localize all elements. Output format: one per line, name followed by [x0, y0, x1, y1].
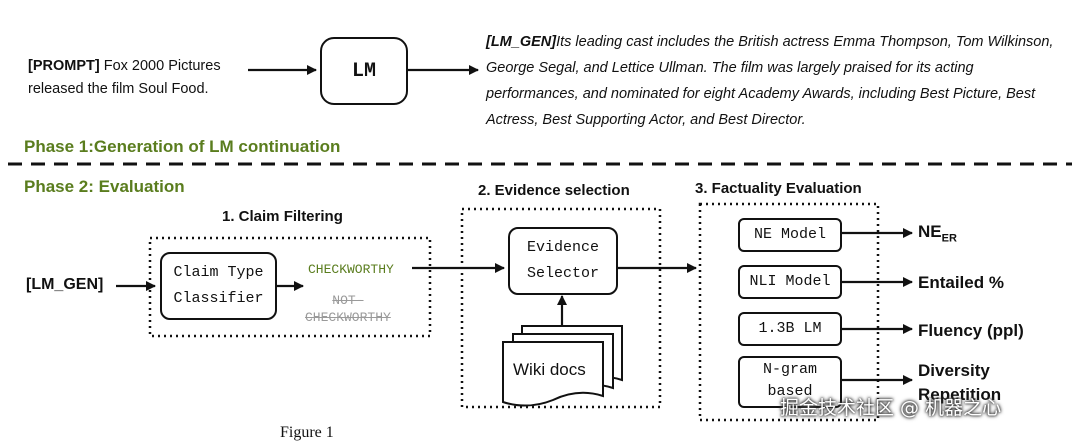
- ngram-based-box: N-gram based: [738, 356, 842, 408]
- lm-1-3b-box: 1.3B LM: [738, 312, 842, 346]
- output-ne-main: NE: [918, 222, 942, 241]
- evidence-selection-title: 2. Evidence selection: [478, 182, 630, 199]
- output-ne-sub: ER: [941, 232, 957, 245]
- nli-model-box: NLI Model: [738, 265, 842, 299]
- phase2-label: Phase 2: Evaluation: [24, 177, 185, 196]
- evidence-selector-box: Evidence Selector: [508, 227, 618, 295]
- lm-1-3b-label: 1.3B LM: [758, 320, 822, 337]
- lm-gen-input-label: [LM_GEN]: [26, 276, 104, 293]
- wiki-docs-label: Wiki docs: [513, 360, 586, 379]
- output-diversity: Diversity: [918, 361, 990, 380]
- lm-gen-tag: [LM_GEN]: [486, 34, 557, 50]
- evidence-selector-label: Evidence Selector: [526, 239, 599, 282]
- lm-gen-content: Its leading cast includes the British ac…: [486, 34, 1054, 128]
- output-ne-er: NEER: [918, 222, 957, 244]
- factuality-evaluation-title: 3. Factuality Evaluation: [695, 180, 862, 197]
- claim-filtering-title: 1. Claim Filtering: [222, 208, 343, 225]
- checkworthy-label: CHECKWORTHY: [308, 262, 394, 277]
- wiki-docs-icon: [502, 325, 623, 407]
- claim-filtering-group: [148, 236, 432, 338]
- claim-type-classifier-label: Claim Type Classifier: [173, 264, 264, 307]
- nli-model-label: NLI Model: [749, 273, 831, 290]
- output-entailed: Entailed %: [918, 273, 1004, 292]
- ne-model-label: NE Model: [753, 226, 826, 243]
- figure-caption: Figure 1: [280, 424, 334, 441]
- prompt-text: [PROMPT] Fox 2000 Pictures released the …: [28, 55, 258, 101]
- prompt-tag: [PROMPT]: [28, 58, 100, 74]
- factuality-group: [698, 202, 880, 422]
- not-checkworthy-label: NOT- CHECKWORTHY: [305, 293, 391, 325]
- ngram-based-label: N-gram based: [762, 361, 817, 400]
- prompt-content: Fox 2000 Pictures released the film Soul…: [28, 58, 221, 97]
- lm-gen-text: [LM_GEN]Its leading cast includes the Br…: [486, 29, 1066, 133]
- phase1-label: Phase 1:Generation of LM continuation: [24, 137, 341, 156]
- output-repetition: Repetition: [918, 385, 1002, 404]
- lm-box: LM: [320, 37, 408, 105]
- ne-model-box: NE Model: [738, 218, 842, 252]
- watermark: 掘金技术社区 @ 机器之心: [780, 397, 1002, 419]
- output-fluency: Fluency (ppl): [918, 321, 1024, 340]
- claim-type-classifier-box: Claim Type Classifier: [160, 252, 277, 320]
